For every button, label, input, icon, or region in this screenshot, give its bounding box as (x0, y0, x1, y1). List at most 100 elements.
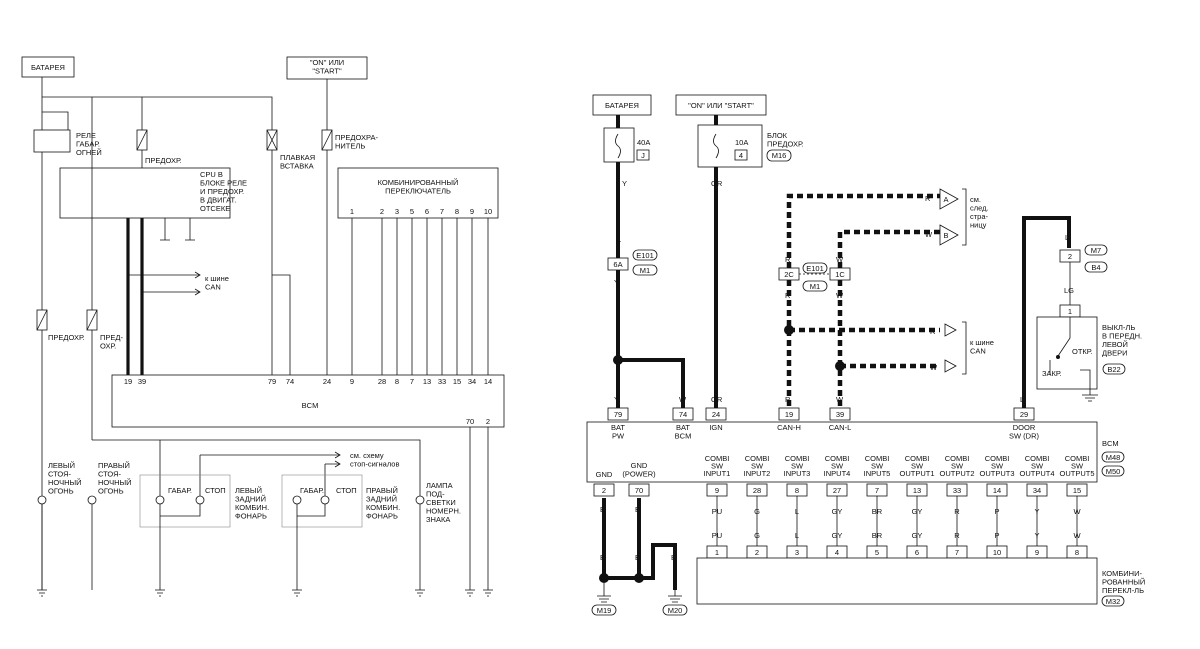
wire-r-can: R (930, 327, 936, 336)
b4-label: B4 (1091, 263, 1100, 272)
pin-1c: 1C (835, 270, 845, 279)
combi-pin-10: 10 (993, 548, 1001, 557)
combi-pin-8: 8 (1075, 548, 1079, 557)
m19-label: M19 (597, 606, 612, 615)
bcm-pin-19: 19 (124, 377, 132, 386)
combi-pin-9: 9 (1035, 548, 1039, 557)
combi-pin-6: 6 (915, 548, 919, 557)
bcm-combi-pin-34: 34 (1033, 486, 1041, 495)
combi-wire-color-27: GY (832, 507, 843, 516)
wire-y-3: Y (614, 278, 619, 287)
combi-pin-7: 7 (955, 548, 959, 557)
fuse-40a-label: 40A (637, 138, 650, 147)
bcm-combi-pin-15: 15 (1073, 486, 1081, 495)
bcm-pin-9: 9 (350, 377, 354, 386)
combi-pin-10: 10 (484, 207, 492, 216)
wire-b-2: B (635, 505, 640, 514)
ground-icon (415, 589, 425, 597)
bcm-pin-8: 8 (395, 377, 399, 386)
pin-1-door: 1 (1068, 307, 1072, 316)
gnd-connector-70 (628, 483, 650, 497)
combi-pin-2: 2 (755, 548, 759, 557)
ground-icon (155, 589, 165, 597)
wire-y-2: Y (616, 239, 621, 248)
combi-wire-color2-9: PU (712, 531, 722, 540)
bcm-pin-29: 29 (1020, 410, 1028, 419)
wire-y-1: Y (622, 179, 627, 188)
bcm-pin-28: 28 (378, 377, 386, 386)
combi-pin-9: 9 (470, 207, 474, 216)
arrow-b: B (943, 231, 948, 240)
wire-w-3: W (836, 395, 844, 404)
bcm-pin-79: 79 (268, 377, 276, 386)
bcm-connector-29 (1013, 407, 1035, 421)
combi-pin-5: 5 (875, 548, 879, 557)
combi-pin-6: 6 (425, 207, 429, 216)
bcm-connector-79 (607, 407, 629, 421)
combi-wire-color-8: L (795, 507, 799, 516)
left-bcm-label: BCM (302, 401, 319, 410)
combi-pin-8: 8 (455, 207, 459, 216)
m1-label-1: M1 (640, 266, 650, 275)
wire-b-1: B (600, 505, 605, 514)
bcm-combi-pin-14: 14 (993, 486, 1001, 495)
wire-r-2: R (785, 291, 791, 300)
m50-label: M50 (1106, 467, 1121, 476)
m32-label: M32 (1106, 597, 1121, 606)
wire-y-4: Y (614, 395, 619, 404)
right-gabar-label: ГАБАР. (300, 486, 324, 495)
left-on-start-label: "ON" ИЛИ"START" (310, 58, 344, 76)
bcm-pin-13: 13 (423, 377, 431, 386)
close-label: ЗАКР. (1042, 369, 1062, 378)
wire-w-4: W (679, 395, 687, 404)
combi-pin-1: 1 (715, 548, 719, 557)
combi-pin-3: 3 (395, 207, 399, 216)
combi-pin-1: 1 (350, 207, 354, 216)
m20-label: M20 (668, 606, 683, 615)
fuse-40a-id: J (641, 151, 645, 160)
pin-6a: 6A (613, 260, 622, 269)
wire-lg: LG (1064, 286, 1074, 295)
left-stop-label: СТОП (205, 486, 226, 495)
bcm-pin-33: 33 (438, 377, 446, 386)
gnd-connector-2 (593, 483, 615, 497)
right-stop-label: СТОП (336, 486, 357, 495)
left-battery-label: БАТАРЕЯ (31, 63, 65, 72)
e101-label-1: E101 (636, 251, 654, 260)
bcm-combi-pin-28: 28 (753, 486, 761, 495)
combi-wire-color2-34: Y (1034, 531, 1039, 540)
gnd-label-2: GND (596, 470, 613, 479)
combi-wire-color2-8: L (795, 531, 799, 540)
wire-l-2: L (1020, 395, 1024, 404)
m1-label-2: M1 (810, 282, 820, 291)
bcm-combi-pin-27: 27 (833, 486, 841, 495)
bcm-connector-24 (705, 407, 727, 421)
wire-or-2: OR (711, 395, 723, 404)
combi-pin-7: 7 (440, 207, 444, 216)
left-fuse-l2-label: ПРЕД-ОХР. (100, 333, 123, 351)
combi-wire-color2-33: R (954, 531, 960, 540)
combi-wire-color-7: BR (872, 507, 883, 516)
ground-icon (465, 589, 475, 597)
fuse-10a-label: 10A (735, 138, 748, 147)
combi-wire-color-13: GY (912, 507, 923, 516)
arrow-a: A (943, 195, 948, 204)
